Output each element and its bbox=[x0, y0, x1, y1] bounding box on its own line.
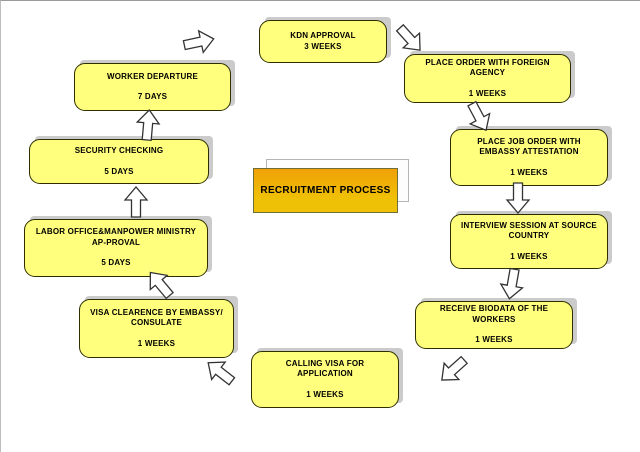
step-duration: 5 DAYS bbox=[101, 258, 131, 268]
step-title: LABOR OFFICE&MANPOWER MINISTRY AP-PROVAL bbox=[35, 227, 197, 247]
step-duration: 1 WEEKS bbox=[475, 335, 513, 345]
step-duration: 7 DAYS bbox=[137, 92, 168, 101]
arrow-place-job-order-to-interview-session-icon bbox=[505, 182, 531, 215]
diagram-title: RECRUITMENT PROCESS bbox=[260, 185, 391, 196]
step-labor-office-manpower-ministry-approval: LABOR OFFICE&MANPOWER MINISTRY AP-PROVAL… bbox=[24, 216, 212, 277]
arrow-interview-session-to-receive-biodata-icon bbox=[499, 267, 524, 300]
step-receive-biodata-workers: RECEIVE BIODATA OF THE WORKERS 1 WEEKS bbox=[415, 298, 577, 349]
step-title: INTERVIEW SESSION AT SOURCE COUNTRY bbox=[461, 220, 597, 241]
step-duration: 1 WEEKS bbox=[510, 251, 548, 261]
step-duration: 1 WEEKS bbox=[306, 389, 344, 399]
step-interview-session-source-country: INTERVIEW SESSION AT SOURCE COUNTRY 1 WEE… bbox=[450, 211, 612, 269]
step-title: SECURITY CHECKING bbox=[74, 146, 164, 156]
step-duration: 1 WEEKS bbox=[510, 167, 548, 177]
step-title: PLACE ORDER WITH FOREIGN AGENCY bbox=[425, 57, 550, 78]
arrow-receive-biodata-to-calling-visa-icon bbox=[441, 355, 469, 381]
step-duration: 5 DAYS bbox=[104, 166, 134, 176]
step-title: RECEIVE BIODATA OF THE WORKERS bbox=[439, 304, 549, 324]
arrow-calling-visa-to-visa-clearence-icon bbox=[207, 361, 236, 386]
arrow-place-order-to-place-job-order-icon bbox=[467, 100, 491, 132]
step-worker-departure: WORKER DEPARTURE 7 DAYS bbox=[74, 60, 235, 111]
step-duration: 1 WEEKS bbox=[137, 338, 176, 348]
step-title: CALLING VISA FOR APPLICATION bbox=[285, 358, 365, 379]
step-security-checking: SECURITY CHECKING 5 DAYS bbox=[29, 136, 213, 184]
arrow-kdn-approval-to-place-order-icon bbox=[395, 23, 421, 51]
step-duration: 1 WEEKS bbox=[468, 88, 507, 98]
step-title: PLACE JOB ORDER WITH EMBASSY ATTESTATION bbox=[477, 136, 581, 157]
step-title: WORKER DEPARTURE bbox=[106, 71, 199, 81]
step-title: KDN APPROVAL bbox=[290, 31, 356, 41]
arrow-worker-departure-to-kdn-approval-icon bbox=[182, 29, 215, 54]
step-place-job-order-embassy-attestation: PLACE JOB ORDER WITH EMBASSY ATTESTATION… bbox=[450, 126, 612, 186]
step-place-order-foreign-agency: PLACE ORDER WITH FOREIGN AGENCY 1 WEEKS bbox=[404, 51, 575, 103]
arrow-security-checking-to-worker-departure-icon bbox=[135, 109, 161, 142]
center-title-box: RECRUITMENT PROCESS bbox=[253, 159, 409, 213]
step-calling-visa-application: CALLING VISA FOR APPLICATION 1 WEEKS bbox=[251, 348, 403, 408]
step-title: VISA CLEARENCE BY EMBASSY/ CONSULATE bbox=[90, 307, 223, 328]
step-duration: 3 WEEKS bbox=[304, 41, 342, 51]
arrow-visa-clearence-to-labor-office-icon bbox=[149, 271, 175, 300]
arrow-labor-office-to-security-checking-icon bbox=[123, 185, 149, 218]
step-visa-clearence-embassy-consulate: VISA CLEARENCE BY EMBASSY/ CONSULATE 1 WE… bbox=[79, 296, 238, 358]
